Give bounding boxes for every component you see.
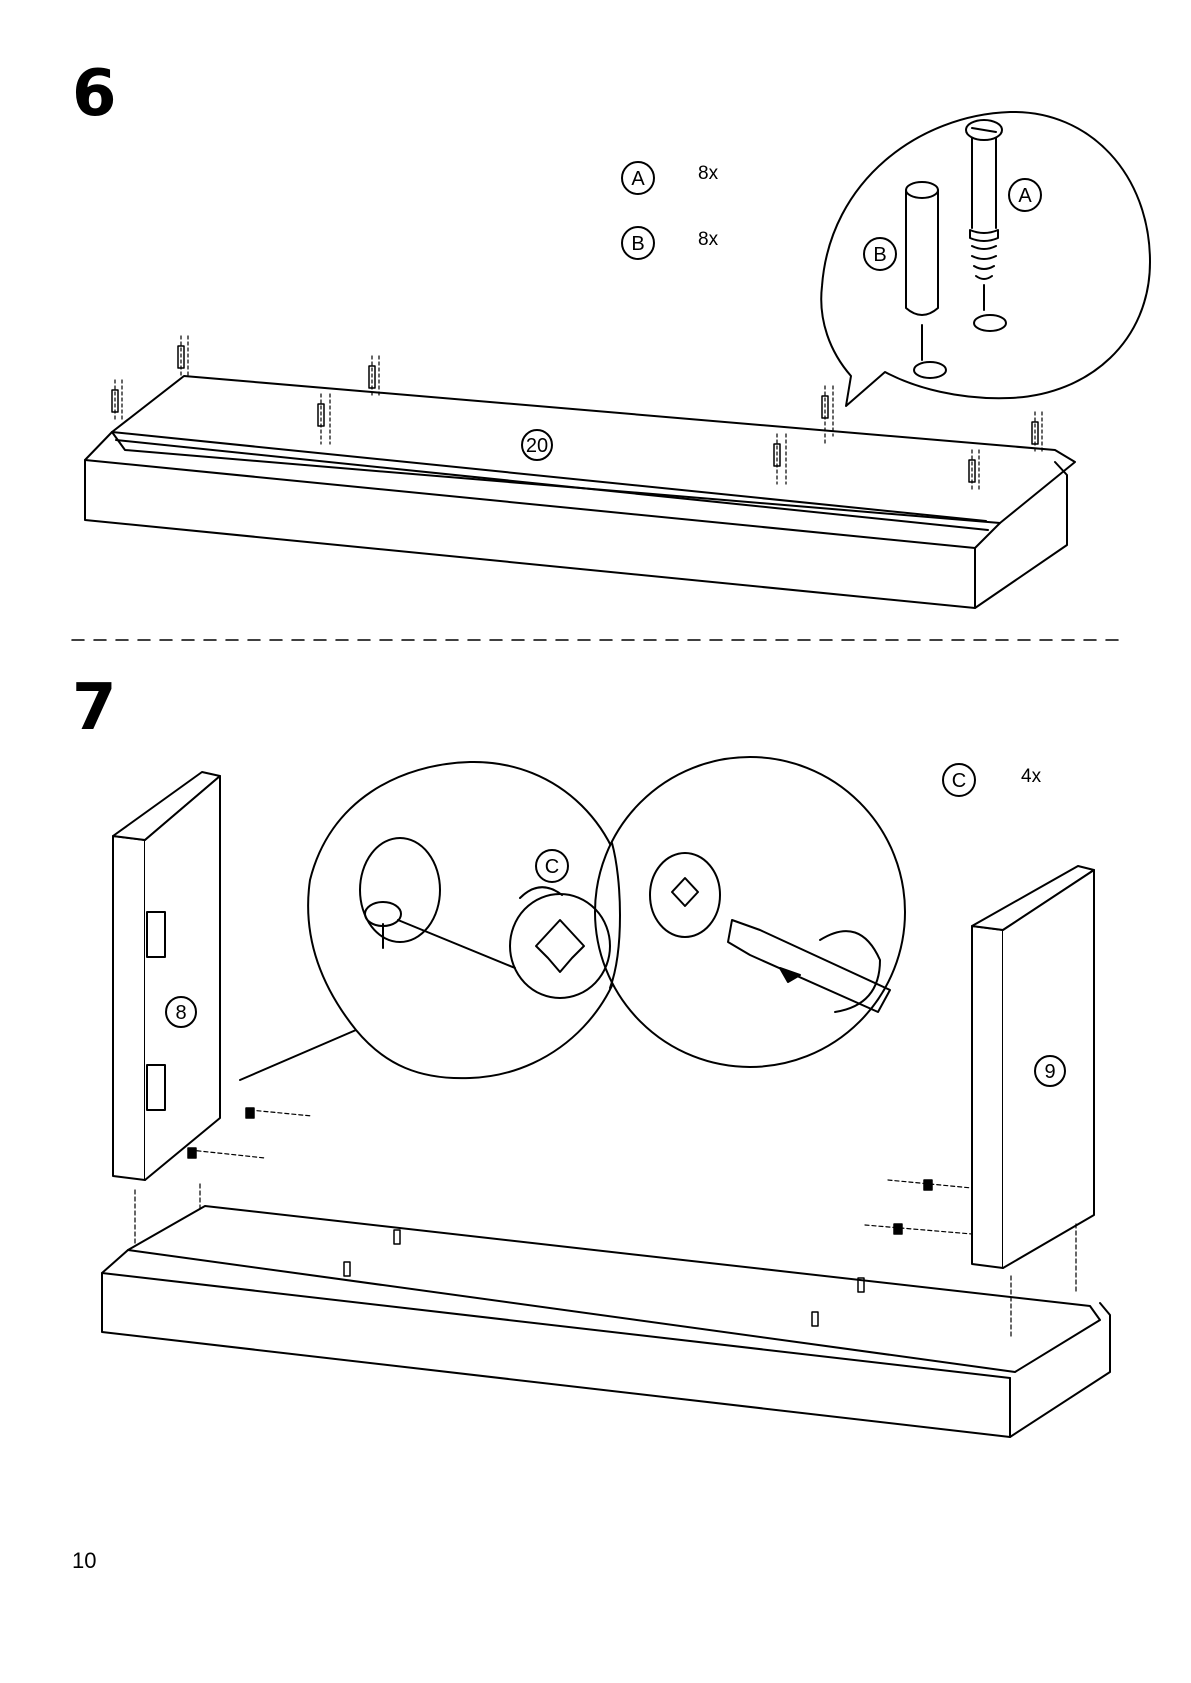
legend-qty-c: 4x (1021, 766, 1042, 787)
side-panel-9 (972, 866, 1094, 1268)
legend-qty-b: 8x (698, 229, 719, 250)
detail-label-c: C (545, 856, 559, 878)
part-label-8: 8 (175, 1002, 186, 1024)
part-label-20: 20 (526, 435, 548, 457)
fitting-guides-step7 (135, 1110, 1076, 1336)
base-board (102, 1206, 1110, 1437)
side-panel-8 (113, 772, 220, 1180)
legend-letter-a: A (631, 168, 645, 190)
part-label-9: 9 (1044, 1061, 1055, 1083)
board-20 (85, 376, 1075, 608)
detail-label-a: A (1018, 185, 1032, 207)
legend-qty-a: 8x (698, 163, 719, 184)
detail-bubble-step7-left (240, 762, 628, 1080)
page-number: 10 (72, 1548, 96, 1574)
legend-letter-b: B (631, 233, 644, 255)
detail-bubble-step7-right (595, 757, 905, 1067)
legend-letter-c: C (952, 770, 966, 792)
detail-label-b: B (873, 244, 886, 266)
